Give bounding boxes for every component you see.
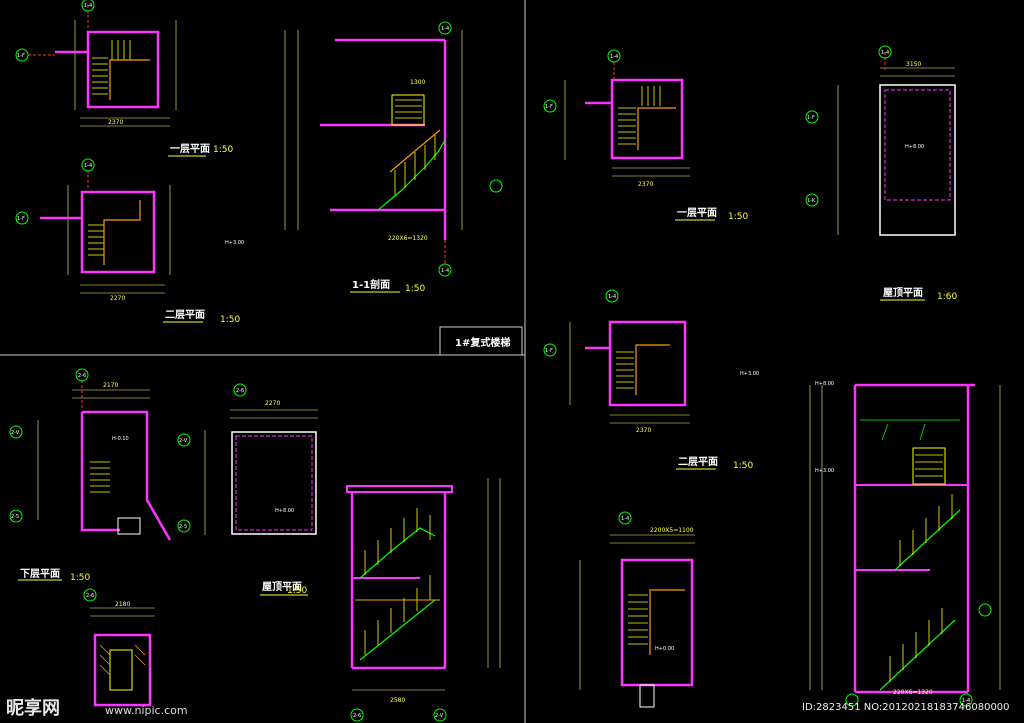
axis-label: 1-K [807, 198, 816, 204]
scale-label: 1:50 [287, 586, 307, 596]
axis-label: 2-5 [11, 514, 19, 520]
dim-label: 2370 [108, 119, 123, 126]
axis-label: 1-4 [881, 50, 889, 56]
plan-title: 一层平面 [677, 207, 717, 219]
watermark-site: www.nipic.com [105, 704, 188, 717]
elevation-tag: H+0.00 [655, 646, 674, 652]
plan-title: 二层平面 [165, 309, 205, 321]
scale-label: 1:50 [220, 315, 240, 325]
watermark: 昵享网 www.nipic.com ID:2823451 NO:20120218… [6, 697, 1010, 719]
scale-label: 1:60 [937, 292, 957, 302]
scale-label: 1:50 [405, 284, 425, 294]
axis-label: 1-4 [84, 3, 92, 9]
axis-label: 2-6 [236, 388, 244, 394]
plan-title: 屋顶平面 [883, 287, 923, 299]
s2-lower-plan: 2-6 2-V 2-5 2170 H-0.10 下层平面 1:50 [9, 368, 172, 583]
scale-label: 1:50 [213, 145, 233, 155]
s2-roof-plan: 2-6 2-V 2-5 2270 H+8.00 屋顶平面 1:50 [177, 383, 318, 596]
axis-label: 1-F [807, 115, 815, 121]
elevation-tag: H+8.00 [815, 381, 834, 387]
sheet-frames [0, 0, 526, 723]
elevation-tag: H-0.10 [112, 436, 129, 442]
dim-label: 220X6=1320 [388, 235, 428, 242]
axis-label: 2-V [435, 713, 444, 719]
dim-label: 220X6=1320 [893, 689, 933, 696]
axis-label: 1-4 [441, 26, 449, 32]
scale-label: 1:50 [733, 461, 753, 471]
dim-label: 2170 [103, 382, 118, 389]
title-box [439, 326, 523, 356]
elevation-tag: H+8.00 [275, 508, 294, 514]
axis-label: 1-4 [441, 268, 449, 274]
dim-label: 2270 [265, 400, 280, 407]
axis-label: 1-4 [608, 294, 616, 300]
plan-title: 二层平面 [678, 456, 718, 468]
s1-section: 1-4 1-4 220X6=1320 1300 1-1剖面 1:50 1#复式楼… [284, 21, 510, 349]
dim-label: 2180 [115, 601, 130, 608]
axis-label: 2-V [11, 430, 20, 436]
dim-label: 2370 [636, 427, 651, 434]
scale-label: 1:50 [70, 573, 90, 583]
watermark-brand: 昵享网 [6, 697, 60, 719]
axis-label: 2-5 [179, 524, 187, 530]
plan-title: 一层平面 [170, 143, 210, 155]
s2-plan-partial: 2-6 2180 [83, 588, 155, 707]
plan-title: 下层平面 [20, 568, 60, 580]
elevation-tag: H+3.00 [815, 468, 834, 474]
axis-label: 1-F [545, 348, 553, 354]
axis-label: 1-4 [621, 516, 629, 522]
dim-label: 2200X5=1100 [650, 527, 694, 534]
dim-label: 2580 [390, 697, 405, 704]
dim-label: 2370 [638, 181, 653, 188]
dim-label: 2270 [110, 295, 125, 302]
watermark-id: ID:2823451 NO:20120218183746080000 [802, 702, 1010, 713]
axis-label: 1-4 [962, 698, 970, 704]
s3-section: 1-4 H+8.00 H+3.00 220X6=1320 [809, 381, 1001, 707]
axis-label: 1-F [17, 216, 25, 222]
axis-label: 2-6 [78, 373, 86, 379]
elevation-tag: H+8.00 [905, 144, 924, 150]
axis-label: 2-6 [353, 713, 361, 719]
elevation-tag: H+3.00 [225, 240, 244, 246]
plan-title: 屋顶平面 [262, 581, 302, 593]
s3-plan-lower: 1-4 2200X5=1100 H+0.00 [579, 511, 695, 708]
sheet-label: 1#复式楼梯 [455, 336, 510, 349]
dim-label: 1300 [410, 79, 425, 86]
scale-label: 1:50 [728, 212, 748, 222]
s3-plan2: 1-4 1-F 2370 H+3.00 二层平面 1:50 [543, 289, 759, 471]
s3-roof-plan: 1-4 1-F 1-K 3150 H+8.00 屋顶平面 1:60 [805, 45, 957, 302]
axis-label: 2-6 [86, 593, 94, 599]
dim-label: 3150 [906, 61, 921, 68]
elevation-tag: H+3.00 [740, 371, 759, 377]
s1-plan1: 1-4 1-F 2370 一层平面 1:50 [15, 0, 233, 157]
s1-plan2: 1-4 1-F 2270 H+3.00 二层平面 1:50 [15, 158, 244, 325]
section-title: 1-1剖面 [352, 278, 390, 291]
axis-label: 1-F [545, 104, 553, 110]
axis-label: 2-V [179, 438, 188, 444]
axis-label: 1-4 [610, 54, 618, 60]
s3-plan1: 1-4 1-F 2370 一层平面 1:50 [543, 49, 748, 222]
s2-section: 2-6 2-V 2580 [346, 478, 501, 722]
axis-label: 1-F [17, 53, 25, 59]
axis-label: 1-4 [84, 163, 92, 169]
